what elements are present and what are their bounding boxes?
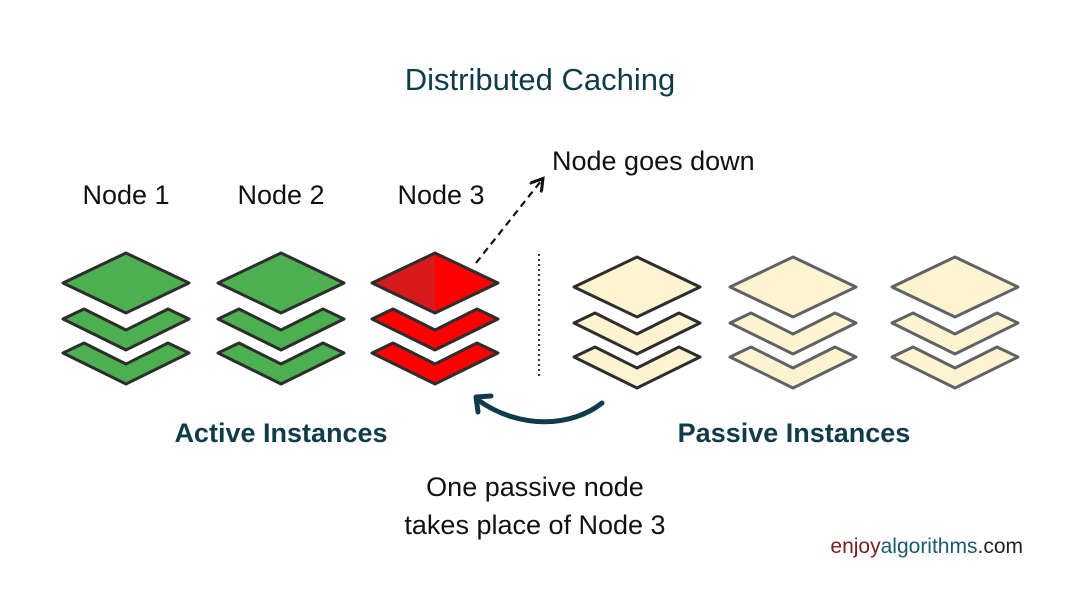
passive-node-stack-icon bbox=[728, 255, 858, 390]
passive-node-stack-icon bbox=[890, 255, 1020, 390]
active-instances-label: Active Instances bbox=[174, 418, 388, 448]
layer-top bbox=[63, 253, 189, 313]
layer-chevron bbox=[216, 341, 346, 386]
node-3-label: Node 3 bbox=[397, 180, 485, 210]
brand-part-algorithms: algorithms bbox=[880, 535, 978, 558]
dashed-arrow-node-down bbox=[475, 181, 541, 264]
layer-chevron bbox=[890, 311, 1020, 356]
layer-chevron bbox=[728, 345, 858, 390]
layer-top-outline bbox=[370, 251, 500, 315]
passive-instances-label: Passive Instances bbox=[677, 418, 911, 448]
layer-chevron bbox=[890, 345, 1020, 390]
node-1-label: Node 1 bbox=[82, 180, 170, 210]
brand-logo[interactable]: enjoyalgorithms.com bbox=[830, 535, 1023, 559]
layer-top bbox=[218, 253, 344, 313]
layer-top-outline bbox=[572, 255, 702, 319]
layer-chevron bbox=[572, 345, 702, 390]
active-node-stack-icon bbox=[216, 251, 346, 386]
diagram-title: Distributed Caching bbox=[404, 62, 676, 97]
active-node-stack-icon bbox=[61, 251, 191, 386]
layer-top-outline bbox=[61, 251, 191, 315]
layer-top-shade bbox=[372, 253, 435, 313]
caption-line-1: One passive node bbox=[426, 472, 644, 502]
failover-caption: One passive node takes place of Node 3 bbox=[340, 468, 730, 544]
layer-chevron bbox=[61, 307, 191, 352]
passive-node-stack-icon bbox=[572, 255, 702, 390]
layer-top bbox=[730, 257, 856, 317]
layer-top-outline bbox=[216, 251, 346, 315]
layer-chevron bbox=[370, 307, 500, 352]
failover-arrowhead-icon bbox=[473, 393, 494, 415]
caption-line-2: takes place of Node 3 bbox=[404, 510, 666, 540]
brand-part-com: .com bbox=[977, 535, 1023, 558]
layer-top-outline bbox=[728, 255, 858, 319]
layer-top bbox=[574, 257, 700, 317]
layer-chevron bbox=[61, 341, 191, 386]
layer-chevron bbox=[370, 341, 500, 386]
node-down-annotation: Node goes down bbox=[552, 146, 755, 176]
layer-top bbox=[892, 257, 1018, 317]
layer-chevron bbox=[572, 311, 702, 356]
layer-chevron bbox=[728, 311, 858, 356]
failover-arrow bbox=[475, 397, 605, 425]
layer-chevron bbox=[216, 307, 346, 352]
failed-node-stack-icon bbox=[370, 251, 500, 386]
brand-part-enjoy: enjoy bbox=[830, 535, 881, 558]
node-2-label: Node 2 bbox=[237, 180, 325, 210]
layer-top-outline bbox=[890, 255, 1020, 319]
